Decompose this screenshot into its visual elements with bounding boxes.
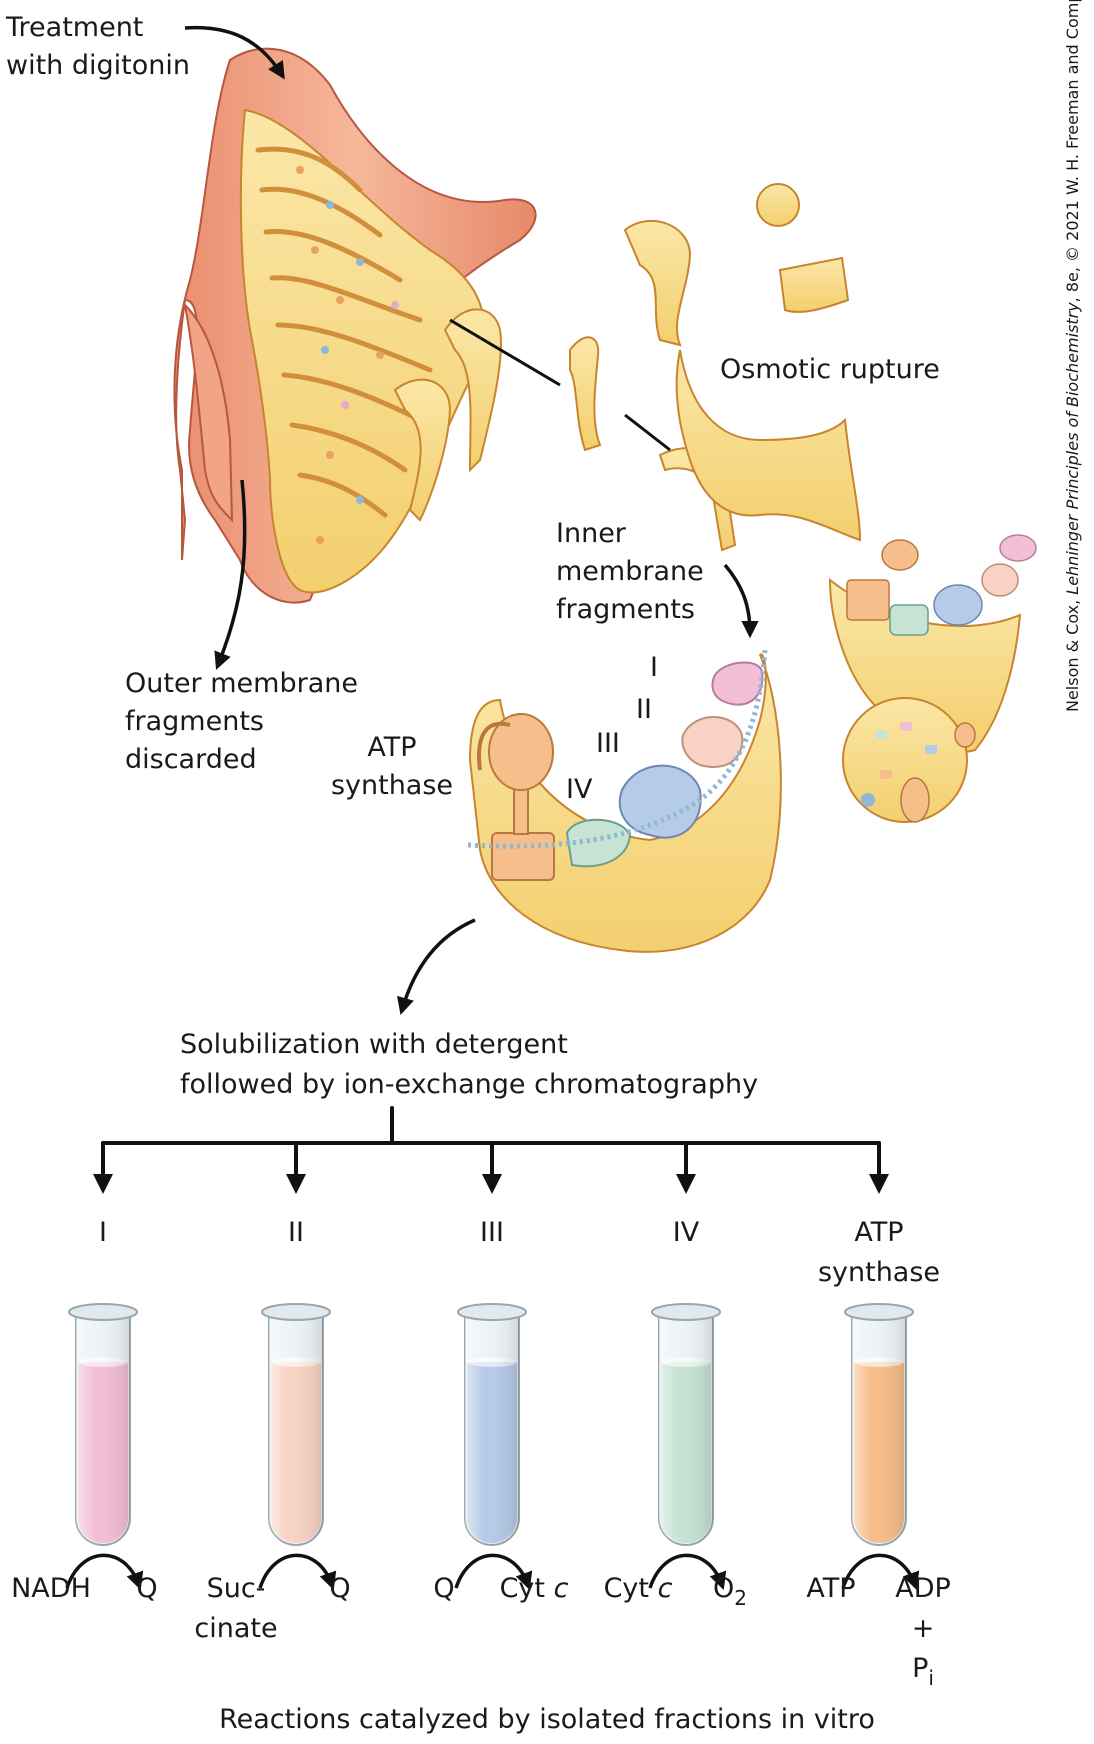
membrane-particles xyxy=(296,166,399,544)
treatment-line-2: with digitonin xyxy=(6,50,190,81)
substrate-label: ATP xyxy=(806,1573,855,1604)
crista-fragment xyxy=(623,220,692,347)
fraction-column: II Suc-cinate Q xyxy=(194,1141,351,1644)
outer-membrane-sheet xyxy=(183,302,234,523)
submitochondrial-vesicle xyxy=(842,697,968,823)
vesicle-complexes xyxy=(846,534,1037,636)
inner-line-3: fragments xyxy=(556,594,695,625)
substrate-label: Q xyxy=(433,1573,454,1604)
outer-membrane-label: Outer membrane fragments discarded xyxy=(125,668,358,775)
treatment-line-1: Treatment xyxy=(5,12,143,43)
cristae-folds xyxy=(255,146,433,518)
fraction-label: IV xyxy=(673,1217,700,1248)
atp-synthase-label: ATP synthase xyxy=(331,732,453,801)
footer-caption: Reactions catalyzed by isolated fraction… xyxy=(219,1704,875,1735)
respiratory-complexes xyxy=(467,649,768,881)
outer-line-1: Outer membrane xyxy=(125,668,358,699)
inner-membrane-vesicle xyxy=(828,577,1022,754)
small-vesicle xyxy=(756,183,800,227)
tube-rim xyxy=(261,1303,331,1321)
mitochondrion-illustration xyxy=(173,47,1037,953)
tube-rim xyxy=(457,1303,527,1321)
product-label: ADP xyxy=(895,1573,951,1604)
reaction-arrow xyxy=(454,1553,533,1590)
inner-line-1: Inner xyxy=(556,518,627,549)
fraction-label: synthase xyxy=(818,1257,940,1288)
outer-line-2: fragments xyxy=(125,706,264,737)
credit-prefix: Nelson & Cox, xyxy=(1063,595,1082,712)
tube-shine xyxy=(269,1312,323,1545)
crista-fragment xyxy=(569,336,602,452)
atp-line-1: ATP xyxy=(367,732,416,763)
tube-rim xyxy=(68,1303,138,1321)
branch-tree xyxy=(101,1106,881,1145)
process-arrows xyxy=(184,25,759,1016)
fraction-label: III xyxy=(480,1217,504,1248)
fraction-label: ATP xyxy=(854,1217,903,1248)
solubilization-label: Solubilization with detergent followed b… xyxy=(180,1029,758,1100)
inner-membrane-label: Inner membrane fragments xyxy=(556,518,704,625)
product-label: Pi xyxy=(912,1653,934,1690)
reaction-arrow xyxy=(841,1553,920,1590)
tube-shine xyxy=(76,1312,130,1545)
arrow-to-solubilization xyxy=(396,918,476,1016)
complex-I-label: I xyxy=(650,652,658,683)
test-tube xyxy=(261,1303,331,1546)
test-tube xyxy=(457,1303,527,1546)
tube-shine xyxy=(659,1312,713,1545)
fraction-columns: I NADH Q II Suc-cinate Q III Q Cyt c IV Cyt c O2 ATP… xyxy=(11,1141,951,1690)
pointer-line xyxy=(449,318,561,387)
complex-II-label: II xyxy=(636,694,652,725)
fraction-label: I xyxy=(99,1217,107,1248)
ruptured-inner-membrane xyxy=(675,349,862,542)
product-label: Cyt c xyxy=(500,1573,569,1604)
substrate-label: cinate xyxy=(194,1613,277,1644)
substrate-label: NADH xyxy=(11,1573,91,1604)
test-tube xyxy=(844,1303,914,1546)
fraction-column: I NADH Q xyxy=(11,1141,158,1604)
substrate-label: Cyt c xyxy=(604,1573,673,1604)
substrate-label: Suc- xyxy=(207,1573,266,1604)
outer-line-3: discarded xyxy=(125,744,257,775)
fraction-column: III Q Cyt c xyxy=(433,1141,569,1604)
reaction-arrow xyxy=(258,1553,337,1590)
tube-shine xyxy=(852,1312,906,1545)
test-tube xyxy=(651,1303,721,1546)
tube-shine xyxy=(465,1312,519,1545)
reaction-arrow xyxy=(648,1553,727,1590)
osmotic-rupture-label: Osmotic rupture xyxy=(720,354,940,385)
vesicle-particles xyxy=(861,722,976,823)
crista-fragment xyxy=(778,256,850,313)
arrow-digitonin xyxy=(184,25,285,80)
credit-title: Lehninger Principles of Biochemistry xyxy=(1063,302,1082,595)
crista-fragment xyxy=(393,378,452,522)
fraction-column: IV Cyt c O2 xyxy=(604,1141,747,1610)
inner-line-2: membrane xyxy=(556,556,704,587)
fraction-label: II xyxy=(288,1217,304,1248)
product-label: Q xyxy=(329,1573,350,1604)
complex-III-label: III xyxy=(596,728,620,759)
product-label: O2 xyxy=(713,1573,747,1610)
tube-rim xyxy=(844,1303,914,1321)
product-label: Q xyxy=(136,1573,157,1604)
complex-IV-label: IV xyxy=(566,774,593,805)
arrow-outer-discard xyxy=(214,479,247,670)
copyright-credit: Nelson & Cox, Lehninger Principles of Bi… xyxy=(1063,0,1082,712)
pointer-line xyxy=(624,413,671,452)
tube-rim xyxy=(651,1303,721,1321)
product-label: + xyxy=(912,1613,935,1644)
solubilization-line-1: Solubilization with detergent xyxy=(180,1029,568,1060)
treatment-label: Treatment with digitonin xyxy=(5,12,190,81)
reaction-arrow xyxy=(65,1553,144,1590)
arrow-inner-fragments xyxy=(723,563,759,639)
solubilization-line-2: followed by ion-exchange chromatography xyxy=(180,1069,758,1100)
atp-line-2: synthase xyxy=(331,770,453,801)
crista-fragment xyxy=(443,308,502,473)
test-tube xyxy=(68,1303,138,1546)
credit-suffix: , 8e, © 2021 W. H. Freeman and Company xyxy=(1063,0,1082,302)
